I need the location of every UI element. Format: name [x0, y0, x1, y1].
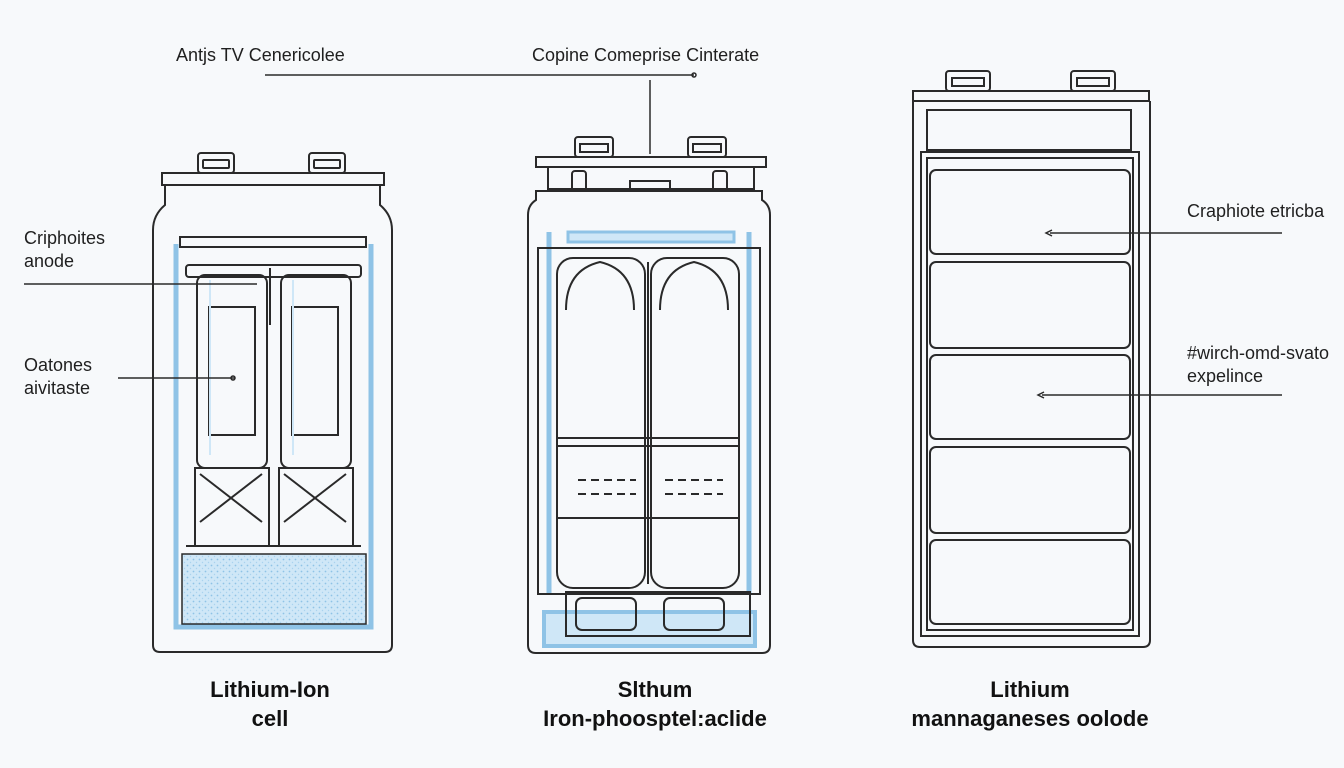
cell-title-line1: Lithium-Ion: [210, 677, 330, 702]
cell-cap: [912, 90, 1150, 102]
cell-title-line1: Slthum: [617, 677, 693, 702]
callout-left-lower-line1: Oatones: [24, 355, 93, 375]
callout-top-center: Copine Comeprise Cinterate: [532, 45, 760, 65]
cell-title-line2: mannaganeses oolode: [911, 706, 1149, 731]
cell-casing: [152, 185, 393, 653]
callout-left-upper-line1: Criphoites: [24, 228, 106, 248]
electrode-right: [650, 257, 740, 589]
cell-cap: [161, 172, 385, 186]
callout-left-upper-line2: anode: [24, 251, 75, 271]
cell-cap: [535, 156, 767, 168]
lithium-ion-cell-drawing: [152, 152, 393, 653]
callout-left-lower-line2: aivitaste: [24, 378, 91, 398]
iron-phosphate-cell-drawing: [527, 136, 771, 654]
cell-casing: [912, 101, 1151, 648]
leader-lines: [24, 72, 1282, 399]
module-slot-3: [929, 354, 1131, 440]
callout-left-lower: Oatones aivitaste: [24, 354, 92, 400]
cell-title-line2: cell: [251, 706, 289, 731]
callout-right-lower-line1: #wirch-omd-svato: [1187, 343, 1330, 363]
electrolyte-pool: [181, 553, 367, 625]
cell-title-line1: Lithium: [990, 677, 1070, 702]
module-slot-4: [929, 446, 1131, 534]
cell-title-line2: Iron-phoosptel:aclide: [543, 706, 767, 731]
manganese-oxide-cell-drawing: [912, 70, 1151, 648]
callout-left-upper: Criphoites anode: [24, 227, 105, 273]
callout-top-left: Antjs TV Cenericolee: [176, 45, 345, 65]
cell-title-iron-phosphate: Slthum Iron-phoosptel:aclide: [510, 675, 800, 733]
callout-right-upper: Craphiote etricba: [1187, 201, 1325, 221]
module-slot-1: [929, 169, 1131, 255]
electrolyte-liner: [173, 244, 374, 630]
module-slot-2: [929, 261, 1131, 349]
callout-right-lower-line2: expelince: [1187, 366, 1264, 386]
cell-title-lithium-ion: Lithium-Ion cell: [170, 675, 370, 733]
module-slot-5: [929, 539, 1131, 625]
cell-title-manganese-oxide: Lithium mannaganeses oolode: [880, 675, 1180, 733]
callout-right-lower: #wirch-omd-svato expelince: [1187, 342, 1329, 388]
cell-casing: [527, 190, 771, 654]
electrode-left: [196, 274, 268, 469]
electrode-left: [556, 257, 646, 589]
